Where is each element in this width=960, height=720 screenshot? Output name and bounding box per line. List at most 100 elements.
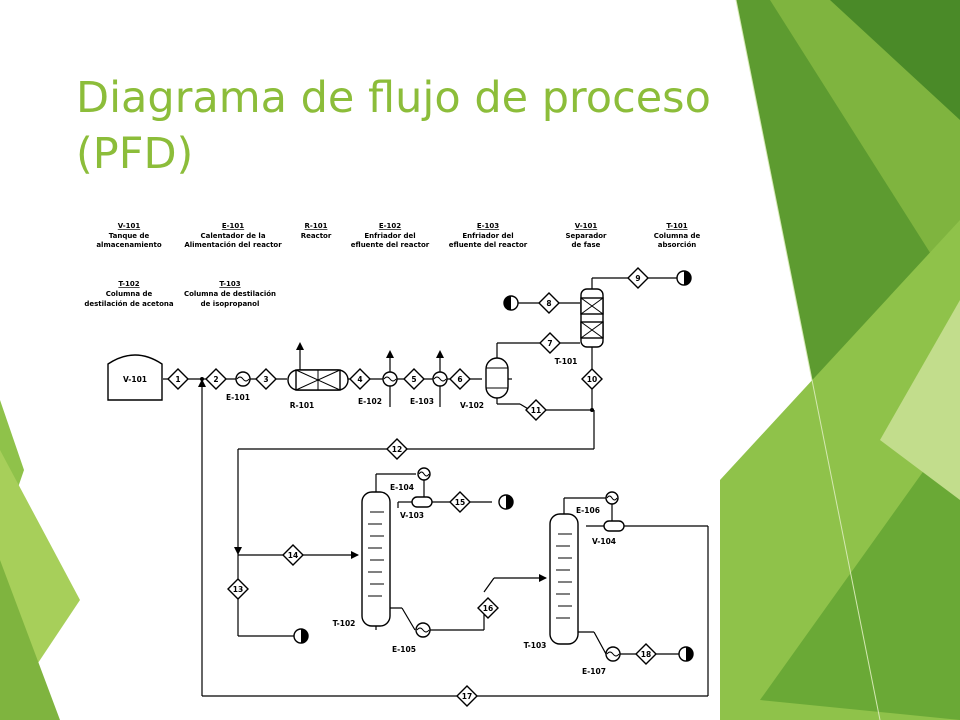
decor-line [735, 0, 881, 720]
legend-desc: Calentador de la [200, 232, 265, 240]
stream-tag: 17 [456, 685, 478, 707]
stream-tag: 16 [477, 597, 499, 619]
cooler-e102: E-102 [358, 371, 398, 406]
arrow-up [296, 342, 304, 350]
terminator-icon [498, 494, 514, 510]
condenser2-label: E-106 [576, 506, 600, 515]
legend-tag-t101: T-101 [666, 222, 687, 230]
cooler-e103: E-103 [410, 371, 448, 406]
stream-number: 14 [288, 551, 298, 560]
terminator-icon [676, 270, 692, 286]
stream-tag: 6 [449, 368, 471, 390]
stream-number: 13 [233, 585, 243, 594]
legend-tag-r101: R-101 [305, 222, 328, 230]
slide-title: Diagrama de flujo de proceso (PFD) [76, 73, 711, 179]
column1-label: T-102 [333, 619, 356, 628]
legend-desc: de fase [572, 241, 601, 249]
stream-tag: 11 [525, 399, 547, 421]
arrow-up [436, 350, 444, 358]
legend-desc: Columna de destilación [184, 290, 276, 298]
legend-tag-e102: E-102 [379, 222, 401, 230]
cooler2-label: E-103 [410, 397, 434, 406]
stream-tag: 9 [627, 267, 649, 289]
stream-tag: 13 [227, 578, 249, 600]
legend-desc: almacenamiento [96, 241, 162, 249]
decor-band-top [830, 0, 960, 120]
product-terminators [293, 270, 694, 662]
column-t102: T-102 [333, 491, 391, 628]
legend-desc: Tanque de [109, 232, 150, 240]
tank-v101: V-101 [107, 354, 163, 401]
reboiler-e105: E-105 [392, 622, 431, 654]
legend-tag-t102: T-102 [118, 280, 139, 288]
legend-desc: efluente del reactor [351, 241, 430, 249]
stream-number: 2 [213, 375, 218, 384]
tank-label: V-101 [123, 375, 147, 384]
stream-tag: 2 [205, 368, 227, 390]
cooler1-label: E-102 [358, 397, 382, 406]
legend-desc: Columna de [106, 290, 153, 298]
drum-v104: V-104 [592, 520, 625, 546]
column2-label: T-103 [524, 641, 547, 650]
legend-tag-e103: E-103 [477, 222, 499, 230]
process-lines [163, 277, 709, 697]
legend-desc: Reactor [301, 232, 332, 240]
stream-number: 18 [641, 650, 651, 659]
stream-number: 15 [455, 498, 465, 507]
stream-tag: 7 [539, 332, 561, 354]
stream-tag: 3 [255, 368, 277, 390]
arrow-right [539, 574, 547, 582]
reactor-r101: R-101 [287, 369, 349, 410]
drum2-label: V-104 [592, 537, 616, 546]
stream-number: 7 [547, 339, 552, 348]
junction [200, 377, 204, 381]
stream-tags: 1 2 3 4 5 6 7 8 9 10 11 12 13 14 15 16 1… [167, 267, 657, 707]
stream-number: 10 [587, 375, 597, 384]
legend-tag-v101: V-101 [118, 222, 141, 230]
pfd-diagram: V-101 Tanque de almacenamiento E-101 Cal… [84, 222, 709, 707]
stream-number: 3 [263, 375, 268, 384]
condenser-e106: E-106 [576, 491, 619, 515]
separator-v102: V-102 [460, 357, 509, 410]
legend-tag-t103: T-103 [219, 280, 240, 288]
legend-desc: absorción [658, 241, 697, 249]
arrow-down [234, 547, 242, 555]
line-t103-bot3 [593, 631, 607, 655]
legend-desc: Columna de [654, 232, 701, 240]
drum1-label: V-103 [400, 511, 424, 520]
legend-desc: Enfriador del [364, 232, 415, 240]
equipment: V-101 E-101 R-101 E-102 E-103 [107, 288, 625, 676]
reboiler-e107: E-107 [582, 646, 621, 676]
heater-label: E-101 [226, 393, 250, 402]
stream-tag: 4 [349, 368, 371, 390]
line-16c [483, 577, 495, 593]
decor-band-corner [760, 420, 960, 720]
stream-tag: 1 [167, 368, 189, 390]
decor-light [880, 300, 960, 500]
decor-left-bottom [0, 560, 60, 720]
terminator-icon [293, 628, 309, 644]
terminator-icon [503, 295, 519, 311]
stream-number: 12 [392, 445, 402, 454]
stream-tag: 8 [538, 292, 560, 314]
separator-label: V-102 [460, 401, 484, 410]
reboiler2-label: E-107 [582, 667, 606, 676]
terminator-icon [678, 646, 694, 662]
stream-number: 9 [635, 274, 640, 283]
reactor-label: R-101 [290, 401, 315, 410]
stream-number: 4 [357, 375, 362, 384]
stream-tag: 15 [449, 491, 471, 513]
junction [590, 408, 594, 412]
stream-number: 8 [546, 299, 551, 308]
condenser-e104: E-104 [390, 467, 431, 492]
stream-tag: 18 [635, 643, 657, 665]
stream-tag: 14 [282, 544, 304, 566]
stream-number: 16 [483, 604, 493, 613]
stream-tag: 5 [403, 368, 425, 390]
heater-e101: E-101 [226, 371, 251, 402]
legend-desc: Alimentación del reactor [184, 241, 282, 249]
stream-number: 5 [411, 375, 416, 384]
legend-desc: Enfriador del [462, 232, 513, 240]
drum-v103: V-103 [400, 496, 433, 520]
